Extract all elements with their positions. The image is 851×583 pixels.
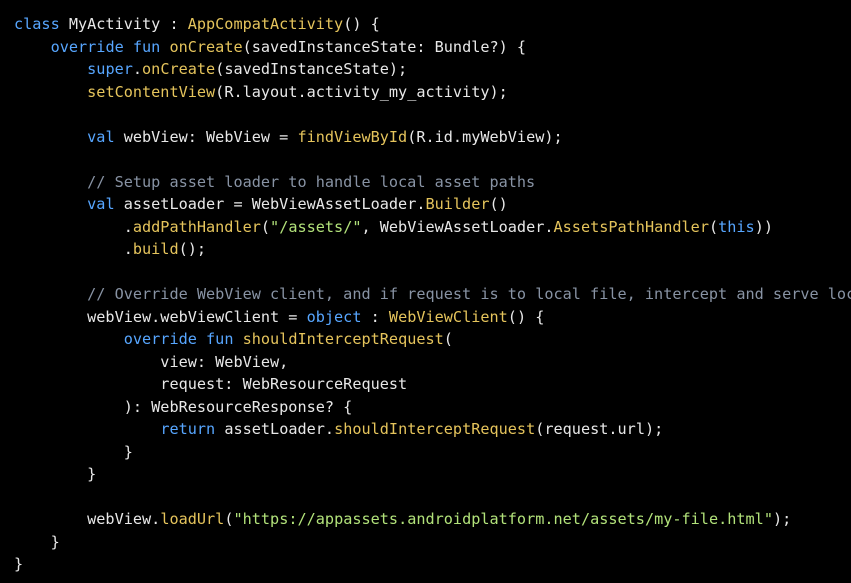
code-token-text: )): [754, 217, 773, 236]
code-token-text: request: WebResourceRequest: [14, 375, 408, 393]
code-token-text: (: [224, 510, 234, 528]
code-token-text: (request.url);: [535, 420, 664, 438]
code-line: }: [14, 531, 851, 554]
code-token-function: build: [132, 240, 179, 258]
code-token-text: webView: WebView =: [114, 127, 298, 146]
code-line: setContentView(R.layout.activity_my_acti…: [14, 81, 851, 104]
code-token-text: assetLoader.: [215, 420, 335, 438]
code-token-text: .: [14, 217, 133, 236]
code-token-text: (savedInstanceState);: [215, 60, 408, 78]
code-token-text: () {: [343, 15, 380, 33]
code-line: request: WebResourceRequest: [14, 373, 851, 396]
code-line: val webView: WebView = findViewById(R.id…: [14, 126, 851, 149]
code-token-text: [14, 60, 87, 78]
code-token-keyword: return: [160, 420, 216, 438]
code-line: ): WebResourceResponse? {: [14, 396, 851, 419]
code-token-function: onCreate: [142, 60, 216, 78]
code-line: val assetLoader = WebViewAssetLoader.Bui…: [14, 193, 851, 216]
code-line: override fun onCreate(savedInstanceState…: [14, 36, 851, 59]
code-token-comment: // Setup asset loader to handle local as…: [14, 172, 536, 191]
code-token-text: (R.layout.activity_my_activity);: [215, 82, 508, 101]
code-token-text: (R.id.myWebView);: [407, 127, 563, 146]
code-token-text: ();: [178, 240, 207, 258]
code-token-function: findViewById: [297, 127, 408, 146]
code-token-text: [14, 330, 124, 348]
code-line: }: [14, 441, 851, 464]
code-token-comment: // Override WebView client, and if reque…: [14, 285, 851, 303]
code-token-text: ): WebResourceResponse? {: [14, 397, 353, 416]
code-line: webView.webViewClient = object : WebView…: [14, 306, 851, 329]
code-token-keyword: val: [87, 127, 115, 146]
code-line: override fun shouldInterceptRequest(: [14, 328, 851, 351]
code-token-text: [14, 83, 87, 101]
code-line: [14, 103, 851, 126]
code-token-text: }: [14, 442, 133, 461]
code-token-keyword: class: [14, 15, 60, 33]
code-token-text: webView.: [14, 510, 161, 528]
code-token-text: }: [14, 465, 97, 483]
code-token-text: }: [14, 532, 60, 551]
code-token-function: shouldInterceptRequest: [242, 330, 444, 348]
code-token-string: "/assets/": [270, 217, 362, 236]
code-line: class MyActivity : AppCompatActivity() {: [14, 13, 851, 36]
code-token-text: (: [708, 217, 719, 236]
code-token-text: () {: [507, 307, 545, 326]
code-token-text: [233, 330, 242, 348]
code-token-text: webView.webViewClient =: [14, 307, 307, 326]
code-token-keyword: this: [718, 217, 755, 236]
code-token-text: .: [132, 60, 143, 78]
code-token-text: , WebViewAssetLoader.: [361, 217, 554, 236]
code-token-function: AssetsPathHandler: [553, 217, 709, 236]
code-token-keyword: object: [306, 307, 362, 326]
code-token-function: AppCompatActivity: [187, 15, 344, 33]
code-token-function: addPathHandler: [132, 217, 261, 236]
code-line: // Override WebView client, and if reque…: [14, 283, 851, 306]
code-token-keyword: val: [87, 195, 115, 213]
code-token-text: [14, 128, 87, 146]
code-token-text: );: [772, 510, 792, 528]
code-token-function: setContentView: [87, 82, 216, 101]
code-token-text: [14, 195, 87, 213]
code-line: return assetLoader.shouldInterceptReques…: [14, 418, 851, 441]
code-token-text: :: [361, 307, 389, 326]
code-token-function: WebViewClient: [388, 307, 508, 326]
code-line: super.onCreate(savedInstanceState);: [14, 58, 851, 81]
code-token-function: shouldInterceptRequest: [334, 420, 536, 438]
code-token-text: (): [489, 195, 508, 213]
code-token-text: .: [14, 240, 133, 258]
code-line: .build();: [14, 238, 851, 261]
code-token-text: (savedInstanceState: Bundle?) {: [242, 37, 527, 56]
code-token-string: "https://appassets.androidplatform.net/a…: [233, 510, 773, 528]
code-token-keyword: override fun: [50, 37, 161, 56]
code-token-keyword: super: [87, 60, 133, 78]
code-token-text: view: WebView,: [14, 352, 289, 371]
code-line: [14, 486, 851, 509]
code-line: [14, 261, 851, 284]
code-line: // Setup asset loader to handle local as…: [14, 171, 851, 194]
code-token-function: Builder: [425, 195, 490, 213]
code-token-function: loadUrl: [160, 510, 225, 528]
code-token-text: MyActivity :: [59, 15, 188, 33]
code-line: webView.loadUrl("https://appassets.andro…: [14, 508, 851, 531]
code-token-function: onCreate: [169, 37, 243, 56]
code-token-text: [14, 38, 51, 56]
code-line: }: [14, 463, 851, 486]
code-token-text: [14, 420, 160, 438]
code-token-text: assetLoader = WebViewAssetLoader.: [114, 195, 426, 213]
code-token-text: (: [443, 330, 453, 348]
code-line: }: [14, 553, 851, 576]
code-token-text: }: [14, 555, 24, 573]
code-token-keyword: override fun: [123, 330, 234, 348]
code-line: .addPathHandler("/assets/", WebViewAsset…: [14, 216, 851, 239]
code-line: [14, 148, 851, 171]
code-token-text: (: [260, 217, 271, 236]
code-line: view: WebView,: [14, 351, 851, 374]
